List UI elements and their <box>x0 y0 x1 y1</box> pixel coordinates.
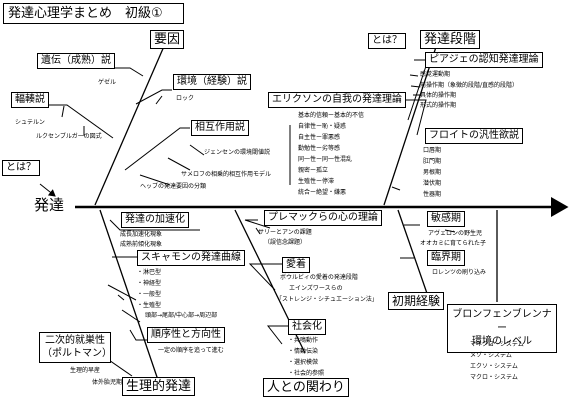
node-hattatsu-dankai: 発達段階 <box>420 30 481 49</box>
scammon-item-2: ・一般型 <box>137 291 162 298</box>
erikson-item-3: 勤勉性ー劣等感 <box>298 145 341 152</box>
node-scammon: スキャモンの発達曲線 <box>137 250 245 266</box>
piaget-item-2: 具体的操作期 <box>420 92 457 99</box>
node-bronfen: ブロンフェンブレンナー 環境のレベル <box>447 304 557 353</box>
node-sougo: 相互作用説 <box>191 120 249 136</box>
node-seiritekihattatsu: 生理的発達 <box>122 377 196 396</box>
node-aichaku: 愛着 <box>282 257 310 273</box>
scammon-item-0: ・淋巴型 <box>137 269 162 276</box>
shakai-item-2: ・選択模倣 <box>288 359 319 366</box>
piaget-item-3: 形式的操作期 <box>420 102 457 109</box>
label-rukusen: ルクセンブルガーの図式 <box>36 133 102 140</box>
shakai-item-3: ・社会的参照 <box>288 370 325 377</box>
erikson-item-5: 親密ー孤立 <box>298 167 329 174</box>
label-gosinnen: （誤信念課題） <box>264 239 307 246</box>
node-shakaika: 社会化 <box>288 319 326 335</box>
node-kasokuka: 発達の加速化 <box>121 212 189 228</box>
node-freud: フロイトの汎性欲説 <box>425 128 523 144</box>
erikson-item-4: 同一性ー同一性混乱 <box>298 156 353 163</box>
kasoku-item-1: 成熟前傾化現象 <box>120 241 163 248</box>
node-toha-right: とは？ <box>368 33 406 49</box>
freud-item-2: 男根期 <box>423 169 442 176</box>
label-sally: サリーとアンの課題 <box>258 229 312 236</box>
node-hitotono: 人との関わり <box>263 378 349 397</box>
label-sameroff: サメロフの相乗的相互作用モデル <box>181 171 272 178</box>
label-ainsworth: エインズワースらの <box>289 285 343 292</box>
node-premack: プレマックらの心の理論 <box>264 210 382 226</box>
label-lorenz: ロレンツの刷り込み <box>432 269 487 276</box>
bronfen-item-3: マクロ・システム <box>470 374 518 381</box>
page-title: 発達心理学まとめ 初級① <box>3 3 184 24</box>
node-piaget: ピアジェの認知発達理論 <box>425 52 543 68</box>
label-shutern: シュテルン <box>15 119 45 126</box>
bronfen-item-2: エクソ・システム <box>470 363 518 370</box>
label-seiri-soudo: 生理的早産 <box>70 367 101 374</box>
label-rokku: ロック <box>176 95 195 102</box>
label-aveyron: アヴェロンの野生児 <box>428 230 483 237</box>
freud-item-1: 肛門期 <box>423 158 442 165</box>
node-niji: 二次的就巣性 （ポルトマン） <box>39 332 112 363</box>
erikson-item-6: 生殖性ー停滞 <box>298 178 335 185</box>
node-toha-left: とは？ <box>2 160 40 176</box>
label-gezeru: ゲゼル <box>98 79 117 86</box>
toha-left-arrow <box>39 183 56 197</box>
label-bowlby: ボウルビィの愛着の発達段階 <box>280 274 358 281</box>
label-taigai: 体外胎児期 <box>92 379 123 386</box>
scammon-item-3: ・生殖型 <box>137 302 162 309</box>
label-toubi: 頭部→尾部/中心部→周辺部 <box>145 312 218 319</box>
freud-item-0: 口唇期 <box>423 147 442 154</box>
erikson-item-1: 自律性ー恥・疑惑 <box>298 123 347 130</box>
bone-shoki <box>397 209 431 303</box>
node-youin: 要因 <box>150 30 185 49</box>
erikson-item-0: 基本的信頼ー基本的不信 <box>298 112 365 119</box>
piaget-item-1: 前操作期（象徴的段階/直感的段階） <box>420 82 519 89</box>
freud-item-3: 潜伏期 <box>423 180 442 187</box>
bone-hattatsu-dankai <box>383 46 437 206</box>
node-erikson: エリクソンの自我の発達理論 <box>268 92 406 108</box>
label-ookami: オオカミに育てられた子 <box>420 240 487 247</box>
node-fukusousetsu: 輻輳説 <box>11 92 49 108</box>
node-shoki: 初期経験 <box>388 292 445 310</box>
label-strange: 「ストレンジ・シチュエーション法」 <box>276 296 378 303</box>
erikson-item-2: 自主性ー罪悪感 <box>298 134 341 141</box>
label-hebb: ヘッブの発達要因の分類 <box>140 183 207 190</box>
freud-item-4: 性器期 <box>423 191 442 198</box>
shakai-item-0: ・共鳴動作 <box>288 337 319 344</box>
shakai-item-1: ・情動伝染 <box>288 348 319 355</box>
bronfen-item-0: マイクロ・システム <box>470 341 524 348</box>
kasoku-item-0: 成長加速化現象 <box>120 231 163 238</box>
piaget-item-0: 感覚運動期 <box>420 71 451 78</box>
bronfen-item-1: メゾ・システム <box>470 352 512 359</box>
erikson-item-7: 統合ー絶望・嫌悪 <box>298 189 347 196</box>
label-jensen: ジェンセンの環境閾値説 <box>204 149 271 156</box>
axis-label: 発達 <box>34 196 65 214</box>
bone-youin <box>94 43 166 206</box>
node-rinkaiki: 臨界期 <box>427 250 465 266</box>
scammon-item-1: ・神経型 <box>137 280 162 287</box>
node-binkanki: 敏感期 <box>427 211 465 227</box>
node-junjo: 順序性と方向性 <box>147 327 225 343</box>
node-kankyo: 環境（経験）説 <box>173 74 251 90</box>
label-ittei: 一定の順序を追って進む <box>158 347 224 354</box>
node-iden: 遺伝（成熟）説 <box>37 53 115 69</box>
bone-seiri <box>99 209 159 381</box>
